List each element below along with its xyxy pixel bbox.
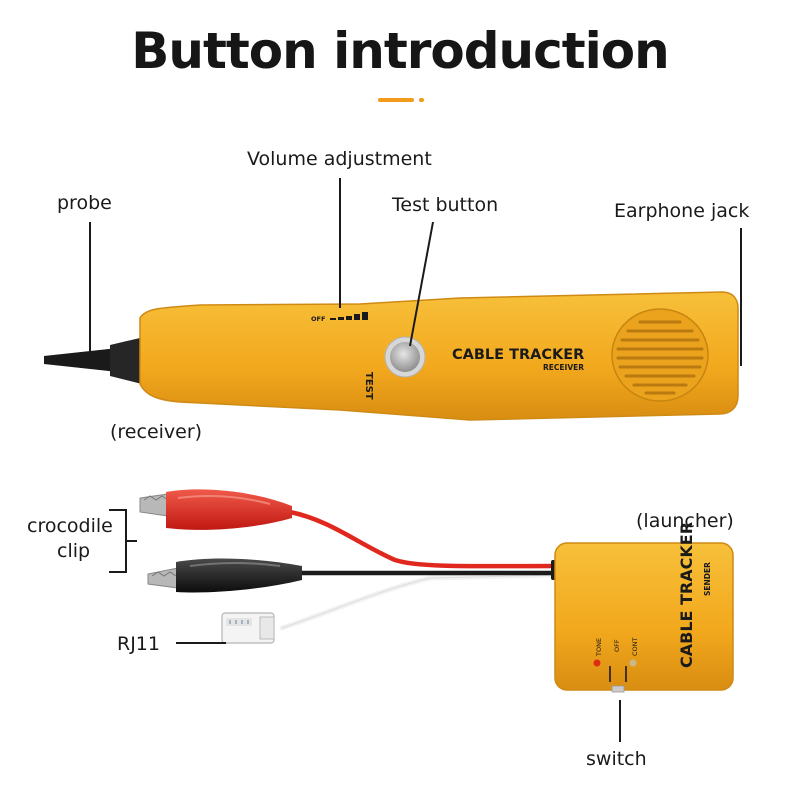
page-title: Button introduction [131, 22, 670, 80]
probe-label: probe [57, 192, 112, 214]
off-text: OFF [311, 315, 325, 323]
launcher-caption: (launcher) [636, 510, 734, 532]
receiver-device: OFF TEST CABLE TRACKER RECEIVER [44, 291, 739, 421]
red-wire [287, 509, 558, 569]
leader-lines [89, 178, 742, 742]
white-wire [279, 572, 558, 631]
test-button[interactable] [390, 342, 420, 372]
receiver-caption: (receiver) [110, 421, 203, 443]
test-button-label: Test button [392, 194, 499, 216]
rj11-plug [221, 612, 275, 644]
cont-label: CONT [631, 637, 639, 656]
receiver-brand: CABLE TRACKER [452, 347, 584, 363]
black-crocodile-clip [147, 558, 302, 593]
sender-device: CABLE TRACKER SENDER TONE OFF CONT [551, 522, 734, 693]
crocodile-label-line2: clip [57, 540, 91, 562]
switch-label: switch [586, 748, 647, 770]
wires [279, 509, 558, 631]
tone-label: TONE [595, 638, 603, 657]
receiver-model: RECEIVER [543, 363, 584, 372]
rj11-label: RJ11 [117, 633, 160, 655]
volume-adjustment-label: Volume adjustment [247, 148, 432, 170]
title-accent-dot [419, 98, 424, 102]
test-text: TEST [363, 372, 374, 400]
sender-brand: CABLE TRACKER [677, 522, 696, 668]
tone-indicator-led [593, 659, 601, 667]
earphone-jack-label: Earphone jack [614, 200, 750, 222]
mode-switch[interactable] [611, 685, 625, 693]
off-label: OFF [613, 639, 621, 652]
volume-scale [330, 312, 368, 320]
receiver-body [139, 291, 739, 421]
probe-tip [44, 348, 118, 372]
cont-indicator-led [629, 659, 637, 667]
sender-model: SENDER [703, 562, 712, 596]
red-crocodile-clip [139, 489, 292, 530]
crocodile-label-line1: crocodile [27, 515, 113, 537]
speaker-grille [616, 320, 704, 395]
title-accent-bar [378, 98, 414, 102]
